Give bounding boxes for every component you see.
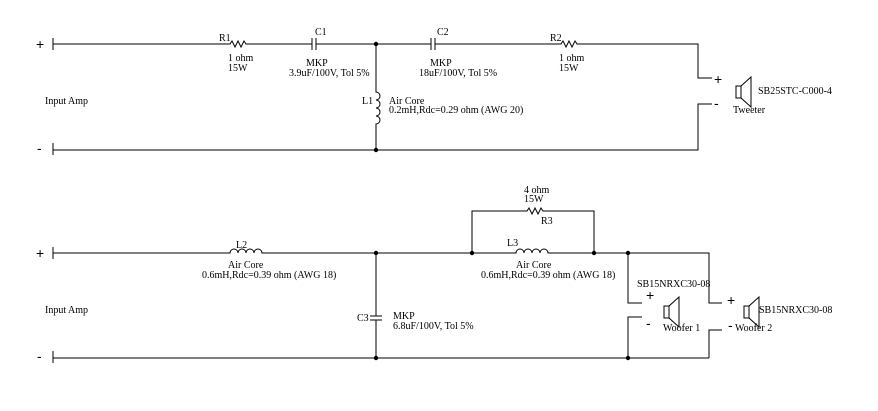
c1-spec: 3.9uF/100V, Tol 5% bbox=[289, 68, 370, 79]
c3-type: MKP bbox=[393, 311, 415, 322]
r1-resistor bbox=[53, 39, 312, 49]
c2-spec: 18uF/100V, Tol 5% bbox=[419, 68, 497, 79]
top-input-plus: + bbox=[36, 36, 44, 52]
r1-power: 15W bbox=[228, 63, 248, 74]
r1-ref: R1 bbox=[219, 33, 231, 44]
l2-inductor bbox=[53, 248, 376, 254]
woofer1-model: SB15NRXC30-08 bbox=[637, 279, 710, 290]
r3-value: 4 ohm bbox=[524, 185, 550, 196]
r3-ref: R3 bbox=[541, 216, 553, 227]
woofer1-magnet bbox=[663, 305, 670, 319]
c3-ref: C3 bbox=[357, 313, 369, 324]
l1-ref: L1 bbox=[362, 96, 373, 107]
r1-value: 1 ohm bbox=[228, 53, 254, 64]
l2-spec: 0.6mH,Rdc=0.39 ohm (AWG 18) bbox=[202, 270, 336, 281]
woofer2-magnet bbox=[743, 305, 750, 319]
tweeter-minus: - bbox=[714, 95, 719, 111]
woofer1-minus-wire bbox=[627, 316, 642, 358]
woofer2-plus-wire bbox=[628, 252, 722, 304]
r2-ref: R2 bbox=[550, 33, 562, 44]
tweeter-cone bbox=[740, 75, 752, 109]
c2-ref: C2 bbox=[437, 27, 449, 38]
tweeter-model: SB25STC-C000-4 bbox=[758, 86, 832, 97]
l3-type: Air Core bbox=[516, 260, 552, 271]
tweeter-plus: + bbox=[714, 71, 722, 87]
c2-type: MKP bbox=[430, 58, 452, 69]
woofer1-plus-wire bbox=[627, 253, 642, 304]
woofer2-plus: + bbox=[727, 292, 735, 308]
bottom-circuit: + - Input Amp + - SB bbox=[36, 185, 832, 364]
woofer2-minus: - bbox=[728, 317, 733, 333]
top-ground-wire bbox=[53, 103, 712, 151]
r2-resistor bbox=[435, 39, 712, 79]
c1-type: MKP bbox=[306, 58, 328, 69]
bottom-input-plus: + bbox=[36, 245, 44, 261]
r3-power: 15W bbox=[524, 194, 544, 205]
tweeter-speaker bbox=[735, 75, 752, 109]
r2-value: 1 ohm bbox=[559, 53, 585, 64]
c3-spec: 6.8uF/100V, Tol 5% bbox=[393, 321, 474, 332]
woofer2-speaker bbox=[743, 295, 760, 329]
l2-ref: L2 bbox=[236, 240, 247, 251]
l1-spec: 0.2mH,Rdc=0.29 ohm (AWG 20) bbox=[389, 105, 523, 116]
r3-resistor bbox=[471, 206, 595, 253]
woofer1-plus: + bbox=[646, 287, 654, 303]
l2-type: Air Core bbox=[228, 260, 264, 271]
l1-inductor bbox=[375, 44, 381, 150]
woofer2-model: SB15NRXC30-08 bbox=[759, 305, 832, 316]
bottom-input-minus: - bbox=[37, 348, 42, 364]
l3-ref: L3 bbox=[507, 238, 518, 249]
top-input-label: Input Amp bbox=[45, 96, 88, 107]
r2-power: 15W bbox=[559, 63, 579, 74]
l3-inductor bbox=[472, 248, 594, 254]
l1-type: Air Core bbox=[389, 96, 425, 107]
top-input-minus: - bbox=[37, 140, 42, 156]
woofer1-speaker bbox=[663, 295, 680, 329]
woofer2-minus-wire bbox=[708, 329, 722, 358]
tweeter-label: Tweeter bbox=[733, 105, 766, 116]
woofer1-minus: - bbox=[646, 315, 651, 331]
c1-ref: C1 bbox=[315, 27, 327, 38]
woofer1-label: Woofer 1 bbox=[663, 323, 700, 334]
l3-spec: 0.6mH,Rdc=0.39 ohm (AWG 18) bbox=[481, 270, 615, 281]
woofer2-label: Woofer 2 bbox=[735, 323, 772, 334]
top-circuit: + - Input Amp + - SB25STC-C000-4 Tweeter… bbox=[36, 27, 832, 156]
woofer1-cone bbox=[668, 295, 680, 329]
bottom-input-label: Input Amp bbox=[45, 305, 88, 316]
tweeter-magnet bbox=[735, 85, 742, 99]
woofer2-cone bbox=[748, 295, 760, 329]
